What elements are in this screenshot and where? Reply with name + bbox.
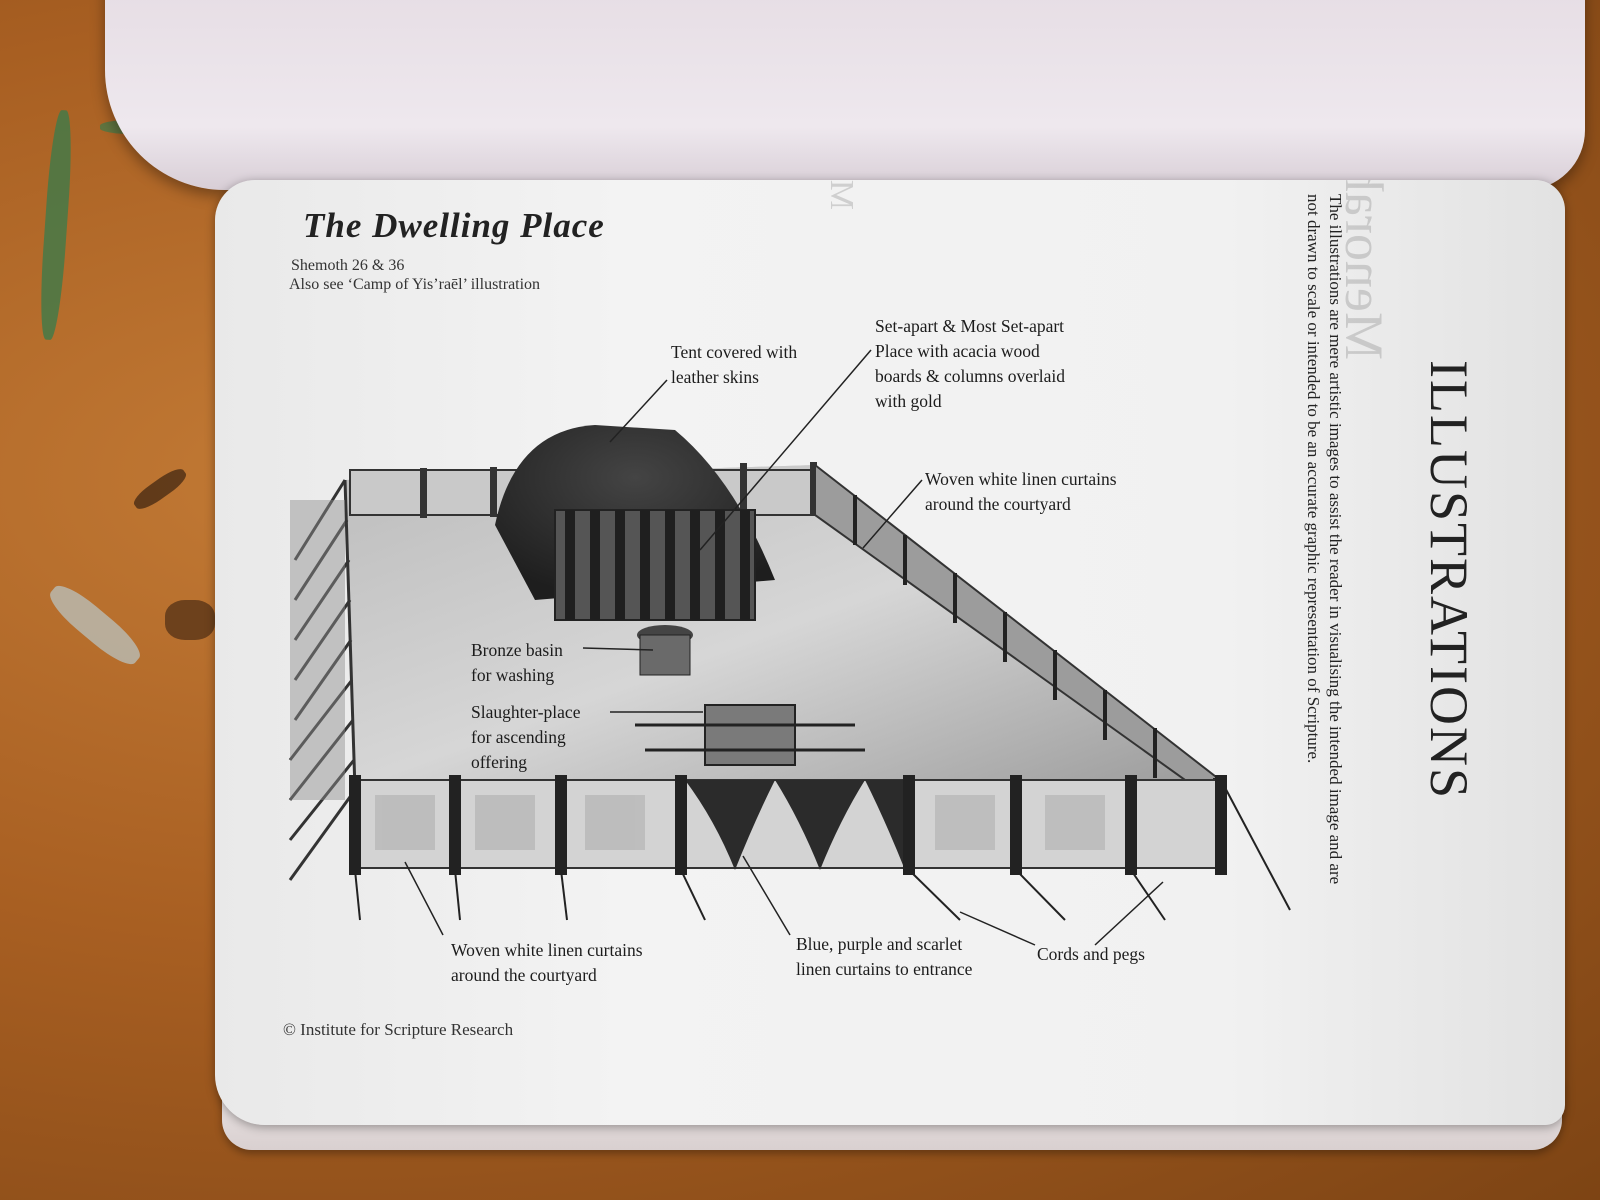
entrance-curtains (685, 780, 905, 870)
left-fence (288, 479, 357, 881)
label-entrance-curtains: Blue, purple and scarlet linen curtains … (796, 934, 973, 979)
table-green-paint (37, 109, 75, 341)
table-paint-chip (43, 578, 147, 672)
label-pointers (404, 349, 1164, 946)
label-woven-curtains-bottom: Woven white linen curtains around the co… (451, 940, 643, 985)
tent (495, 425, 775, 621)
label-cords-pegs: Cords and pegs (1037, 944, 1145, 964)
table-dark-grain (165, 600, 215, 640)
altar (635, 704, 865, 766)
copyright: © Institute for Scripture Research (283, 1020, 514, 1039)
scripture-reference: Shemoth 26 & 36 (291, 257, 405, 274)
side-note-line-2: not drawn to scale or intended to be an … (1304, 194, 1323, 764)
bronze-basin (637, 625, 693, 676)
side-heading: ILLUSTRATIONS (1419, 360, 1479, 800)
table-dark-grain (130, 464, 190, 514)
see-also-note: Also see ‘Camp of Yis’raēl’ illustration (289, 276, 541, 293)
facing-page-top (105, 0, 1585, 190)
label-set-apart-place: Set-apart & Most Set-apart Place with ac… (875, 316, 1066, 411)
label-slaughter-place: Slaughter-place for ascending offering (471, 702, 581, 772)
book-page: Menorah Menorah / Lampstand (215, 180, 1565, 1125)
page-title: The Dwelling Place (303, 206, 605, 245)
front-fence (349, 775, 1291, 921)
side-note-line-1: The illustrations are mere artistic imag… (1326, 194, 1345, 885)
label-tent: Tent covered with leather skins (671, 342, 798, 387)
label-woven-curtains-top: Woven white linen curtains around the co… (925, 469, 1117, 514)
label-bronze-basin: Bronze basin for washing (471, 640, 563, 685)
dwelling-place-illustration (288, 349, 1291, 946)
